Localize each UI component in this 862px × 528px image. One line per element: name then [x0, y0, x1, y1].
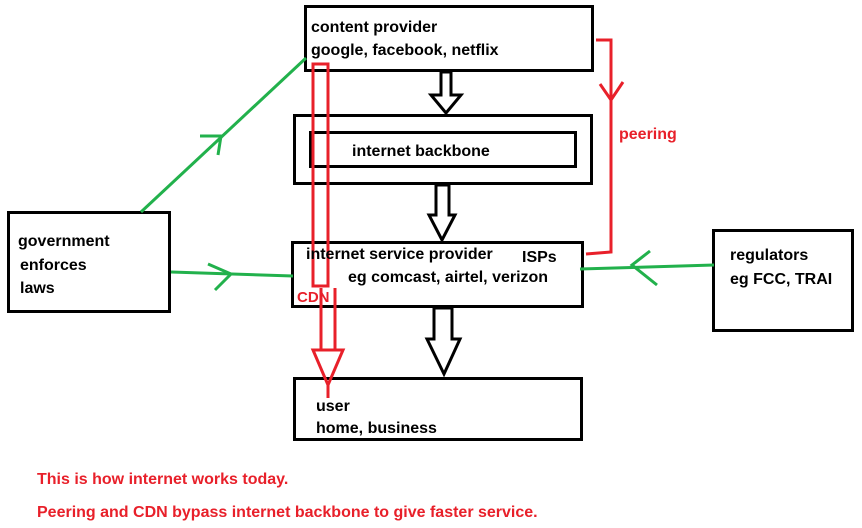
user-title: user — [316, 398, 350, 415]
government-line3: laws — [20, 280, 55, 297]
arrow-backbone-to-isp — [426, 183, 458, 244]
backbone-inner-box — [309, 131, 577, 168]
arrow-isp-to-user — [424, 306, 463, 378]
isp-title: internet service provider — [306, 246, 493, 263]
isp-tag: ISPs — [522, 249, 557, 266]
isp-subtitle: eg comcast, airtel, verizon — [348, 269, 549, 286]
backbone-title: internet backbone — [352, 143, 490, 160]
peering-arrowhead — [598, 81, 625, 103]
regulators-to-isp-line — [579, 263, 715, 271]
peering-label: peering — [619, 126, 677, 143]
note-line1: This is how internet works today. — [37, 471, 289, 488]
government-line2: enforces — [20, 257, 87, 274]
regulators-to-isp-arrowhead — [629, 249, 658, 287]
gov-to-isp-line — [170, 270, 294, 278]
user-subtitle: home, business — [316, 420, 437, 437]
gov-to-content-line — [139, 56, 308, 214]
regulators-subtitle: eg FCC, TRAI — [730, 271, 833, 288]
gov-to-isp-arrowhead — [207, 262, 234, 292]
content-provider-title: content provider — [311, 19, 438, 36]
government-line1: government — [18, 233, 110, 250]
content-provider-subtitle: google, facebook, netflix — [311, 42, 499, 59]
arrow-content-to-backbone — [427, 70, 465, 116]
note-line2: Peering and CDN bypass internet backbone… — [37, 504, 538, 521]
regulators-box — [712, 229, 854, 332]
content-provider-box — [304, 5, 594, 72]
cdn-label: CDN — [297, 289, 330, 306]
government-box — [7, 211, 171, 313]
regulators-title: regulators — [730, 247, 809, 264]
gov-to-content-arrowhead — [200, 134, 223, 156]
